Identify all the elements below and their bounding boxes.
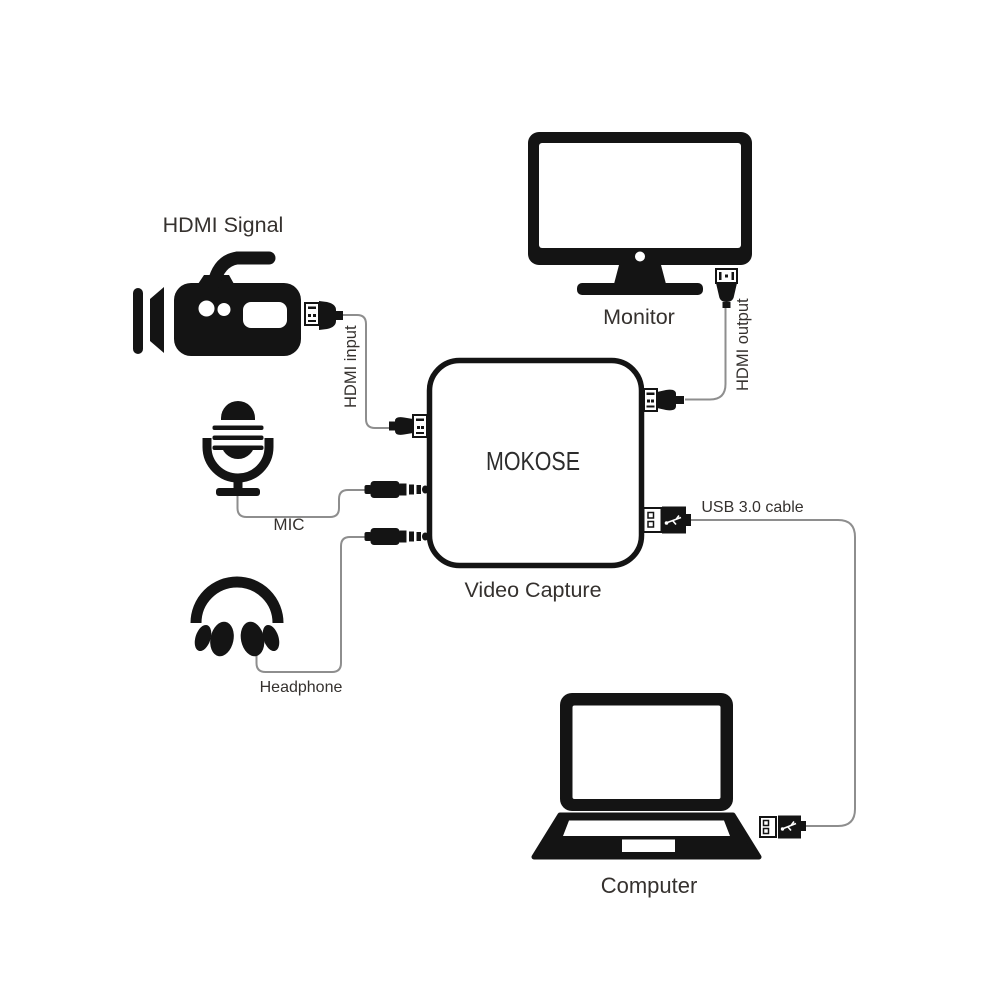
monitor-icon bbox=[528, 132, 752, 295]
mic-cable-line bbox=[236, 489, 369, 518]
hdmi-input-label: HDMI input bbox=[342, 325, 360, 408]
usb-plug-icon-capture bbox=[642, 506, 691, 534]
hdmi-plug-icon-monitor bbox=[715, 268, 738, 308]
hdmi-plug-icon-capture-out bbox=[643, 388, 684, 412]
hdmi-plug-icon-capture-in bbox=[389, 414, 428, 438]
hdmi-output-cable-line bbox=[685, 307, 727, 401]
audio-jack-plug-icon-headphone bbox=[364, 528, 429, 545]
usb-cable-label: USB 3.0 cable bbox=[701, 499, 803, 516]
usb-plug-icon-laptop bbox=[759, 815, 806, 839]
video-camera-icon bbox=[133, 251, 301, 356]
brand-logo: MOKOSE bbox=[486, 446, 580, 476]
hdmi-input-cable-line bbox=[343, 314, 390, 429]
headphone-label: Headphone bbox=[260, 679, 343, 696]
hdmi-plug-icon-camera bbox=[304, 301, 343, 330]
video-capture-device: MOKOSE bbox=[426, 357, 645, 569]
hdmi-signal-label: HDMI Signal bbox=[163, 213, 284, 237]
mic-label: MIC bbox=[273, 515, 304, 534]
hdmi-output-label: HDMI output bbox=[734, 298, 752, 391]
computer-label: Computer bbox=[601, 873, 698, 898]
monitor-label: Monitor bbox=[603, 305, 675, 329]
laptop-icon bbox=[531, 693, 762, 860]
usb-cable-line bbox=[690, 519, 856, 827]
audio-jack-plug-icon-mic bbox=[364, 481, 429, 498]
headphones-icon bbox=[190, 576, 284, 657]
headphone-cable-line bbox=[255, 536, 369, 673]
microphone-icon bbox=[202, 401, 274, 496]
video-capture-label: Video Capture bbox=[464, 578, 601, 602]
